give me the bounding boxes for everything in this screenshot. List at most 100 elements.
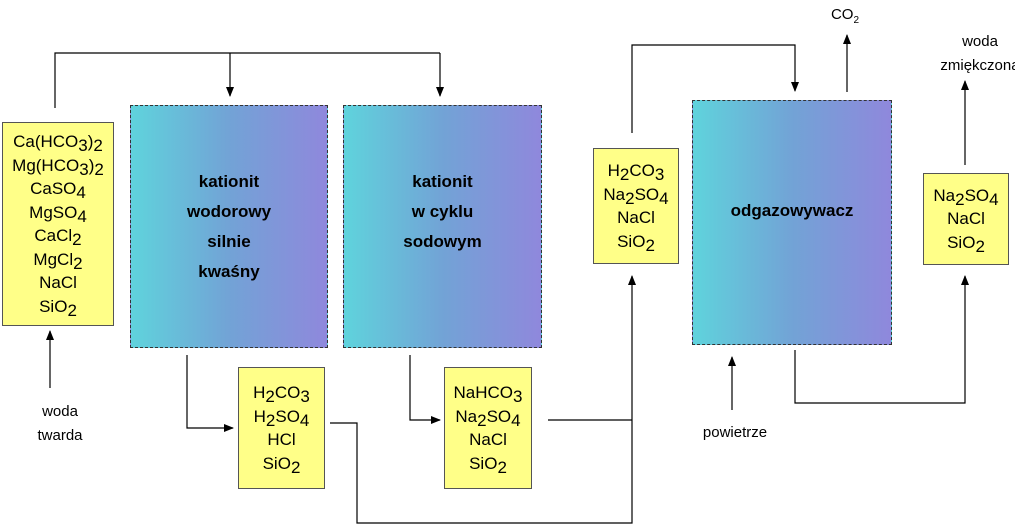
label-line: twarda: [37, 427, 83, 444]
formula-part: H: [253, 383, 266, 402]
formula-part: SiO: [469, 453, 498, 473]
label-line: woda: [42, 403, 78, 420]
formula-part: NaCl: [947, 209, 985, 229]
unit-label: odgazowywacz: [730, 200, 854, 220]
unit-label: kationit: [198, 171, 260, 191]
chemical-formula: NaCl: [39, 271, 77, 295]
hydrogen-cation-exchanger: kationit wodorowy silnie kwaśny: [130, 105, 328, 348]
chemical-formula: MgSO4: [29, 201, 87, 225]
formula-part: H: [607, 161, 620, 180]
formula-subscript: 2: [94, 159, 104, 179]
hard-water-label: woda twarda: [20, 400, 100, 448]
chemical-formula: Na2SO4: [933, 184, 998, 208]
air-label: powietrze: [702, 424, 768, 441]
formula-part: ): [88, 155, 95, 175]
formula-part: SiO: [39, 296, 68, 316]
k2-out-arrow: [409, 355, 441, 424]
formula-part: HCl: [267, 430, 296, 449]
degasser-out-arrow: [794, 275, 969, 404]
formula-part: MgSO: [29, 202, 78, 222]
formula-part: ): [87, 132, 94, 151]
formula-part: Na: [933, 185, 956, 205]
label-line: woda: [962, 33, 998, 50]
formula-part: CaSO: [30, 179, 77, 198]
formula-part: SiO: [947, 232, 976, 252]
chemical-formula: SiO2: [469, 452, 507, 476]
chemical-formula: SiO2: [39, 295, 77, 319]
formula-subscript: 2: [975, 236, 985, 256]
chemical-formula: HCl: [267, 428, 295, 452]
formula-subscript: 3: [78, 136, 88, 155]
sodium-cation-exchanger: kationit w cyklu sodowym: [343, 105, 542, 348]
chemical-formula: NaCl: [617, 206, 655, 230]
formula-part: NaHCO: [453, 383, 514, 402]
degasser: odgazowywacz: [692, 100, 892, 345]
formula-part: NaCl: [617, 208, 655, 227]
formula-part: Ca(HCO: [13, 132, 79, 151]
chemical-formula: Mg(HCO3)2: [12, 154, 104, 178]
chemical-formula: SiO2: [263, 452, 301, 476]
chemical-formula: NaHCO3: [454, 381, 523, 405]
formula-subscript: 4: [77, 206, 87, 226]
formula-subscript: 2: [497, 457, 507, 477]
formula-subscript: 4: [76, 183, 86, 202]
chemical-formula: H2SO4: [254, 405, 310, 429]
chemical-formula: SiO2: [617, 230, 655, 254]
formula-subscript: 2: [625, 188, 635, 208]
unit-label: kwaśny: [198, 261, 260, 281]
mix-to-degasser-arrow: [631, 44, 799, 133]
formula-part: CO: [629, 161, 655, 180]
formula-part: CO: [274, 383, 301, 402]
co2-label: CO2: [820, 3, 870, 33]
formula-subscript: 3: [300, 387, 310, 406]
formula-subscript: 4: [299, 410, 310, 430]
unit-label: wodorowy: [186, 201, 272, 221]
formula-subscript: 2: [265, 387, 275, 406]
formula-part: SiO: [617, 231, 646, 251]
formula-subscript: 2: [265, 410, 276, 430]
formula-subscript: 3: [654, 165, 665, 184]
chemical-formula: Na2SO4: [603, 183, 668, 207]
formula-subscript: 2: [645, 235, 655, 255]
formula-subscript: 2: [67, 300, 77, 320]
chemical-formula: Na2SO4: [455, 405, 520, 429]
formula-part: SO: [486, 406, 512, 426]
chemical-formula: CaCl2: [34, 224, 81, 248]
formula-subscript: 2: [477, 410, 487, 430]
formula-part: CaCl: [34, 226, 73, 245]
chemical-formula: SiO2: [947, 231, 985, 255]
co2-subscript: 2: [853, 15, 860, 26]
formula-part: NaCl: [469, 430, 507, 449]
k1-out-arrow: [186, 355, 234, 432]
formula-part: NaCl: [39, 273, 77, 292]
chemical-formula: NaCl: [947, 207, 985, 231]
formula-part: SiO: [262, 453, 291, 473]
unit-label: kationit: [412, 171, 473, 191]
formula-subscript: 2: [619, 165, 630, 184]
formula-part: MgCl: [33, 249, 74, 269]
formula-subscript: 2: [955, 189, 965, 209]
chemical-formula: H2CO3: [608, 159, 665, 183]
formula-subscript: 2: [290, 457, 301, 477]
acid-to-mix-arrow: [330, 275, 636, 524]
formula-part: H: [253, 406, 266, 426]
feed-line: [54, 52, 440, 108]
formula-part: SO: [275, 406, 300, 426]
formula-part: Na: [603, 184, 626, 204]
formula-part: Na: [455, 406, 478, 426]
soft-water-label: woda zmiękczona: [930, 30, 1015, 78]
chemical-formula: H2CO3: [253, 381, 310, 405]
unit-label: silnie: [207, 231, 251, 251]
chemical-formula: CaSO4: [30, 177, 86, 201]
formula-subscript: 2: [72, 230, 82, 249]
chemical-formula: NaCl: [469, 428, 507, 452]
formula-subscript: 3: [513, 387, 523, 406]
formula-subscript: 4: [989, 189, 999, 209]
formula-subscript: 2: [93, 136, 103, 155]
